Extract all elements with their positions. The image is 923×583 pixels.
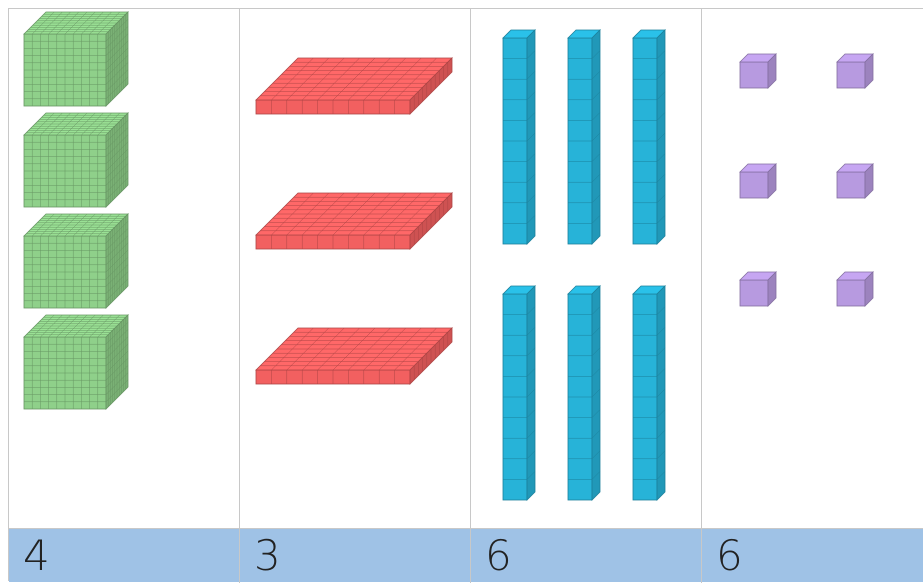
tens-rod — [632, 285, 666, 501]
hundreds-flat — [255, 192, 453, 250]
tens-rod — [502, 29, 536, 245]
thousands-cube — [23, 213, 129, 309]
count-cell-ones: 6 — [702, 529, 923, 583]
tens-rod — [632, 29, 666, 245]
tens-rod — [502, 285, 536, 501]
ones-unit — [739, 163, 777, 199]
ones-unit — [836, 53, 874, 89]
count-thousands: 4 — [23, 531, 50, 580]
hundreds-flat — [255, 57, 453, 115]
count-tens: 6 — [485, 531, 512, 580]
count-row: 4 3 6 6 — [9, 528, 923, 583]
base-ten-table: 4 3 6 6 — [8, 8, 923, 583]
count-cell-tens: 6 — [471, 529, 702, 583]
thousands-cube — [23, 112, 129, 208]
ones-unit — [739, 271, 777, 307]
count-cell-thousands: 4 — [9, 529, 240, 583]
tens-rod — [567, 29, 601, 245]
hundreds-flat — [255, 327, 453, 385]
count-cell-hundreds: 3 — [240, 529, 471, 583]
ones-unit — [836, 163, 874, 199]
column-tens — [471, 9, 702, 528]
thousands-cube — [23, 11, 129, 107]
ones-unit — [836, 271, 874, 307]
count-hundreds: 3 — [254, 531, 281, 580]
column-thousands — [9, 9, 240, 528]
thousands-cube — [23, 314, 129, 410]
column-hundreds — [240, 9, 471, 528]
count-ones: 6 — [716, 531, 743, 580]
ones-unit — [739, 53, 777, 89]
tens-rod — [567, 285, 601, 501]
